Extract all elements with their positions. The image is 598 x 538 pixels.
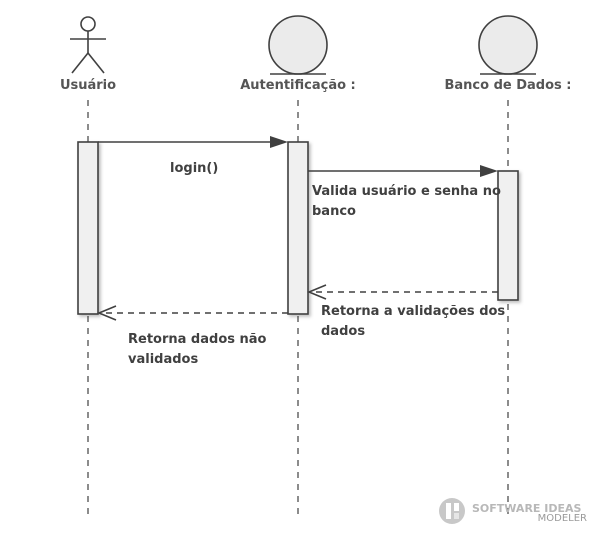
participant-autentificacao[interactable]: Autentificação :: [240, 15, 356, 93]
watermark: SOFTWARE IDEAS MODELER: [439, 498, 587, 524]
arrowhead-open: [306, 284, 327, 300]
message-label-line1: Valida usuário e senha no: [312, 184, 501, 199]
message-login[interactable]: login(): [98, 136, 288, 176]
participant-label: Autentificação :: [240, 78, 356, 93]
entity-icon: [268, 15, 328, 75]
actor-icon: [70, 16, 106, 74]
arrowhead-open: [96, 305, 117, 321]
message-label-line2: validados: [128, 352, 198, 367]
message-retorna-validacoes[interactable]: Retorna a validações dos dados: [306, 284, 505, 339]
watermark-line2: MODELER: [538, 513, 587, 524]
message-valida-usuario[interactable]: Valida usuário e senha no banco: [308, 165, 501, 219]
message-retorna-dados[interactable]: Retorna dados não validados: [96, 305, 288, 367]
participant-banco-de-dados[interactable]: Banco de Dados :: [444, 15, 572, 93]
arrowhead-filled: [480, 165, 498, 177]
entity-icon: [478, 15, 538, 75]
activation-bar-usuario[interactable]: [77, 141, 99, 315]
message-label: login(): [170, 161, 218, 176]
message-label-line2: dados: [321, 324, 365, 339]
participant-label: Banco de Dados :: [444, 78, 571, 93]
message-label-line1: Retorna dados não: [128, 332, 267, 347]
message-label-line1: Retorna a validações dos: [321, 304, 505, 319]
activation-bar-autentificacao[interactable]: [287, 141, 309, 315]
participant-usuario[interactable]: Usuário: [60, 16, 116, 93]
message-label-line2: banco: [312, 204, 356, 219]
activation-bar-banco-de-dados[interactable]: [497, 170, 519, 301]
arrowhead-filled: [270, 136, 288, 148]
software-ideas-logo-icon: [439, 498, 465, 524]
watermark-line1: SOFTWARE IDEAS: [472, 502, 582, 515]
participant-label: Usuário: [60, 78, 116, 93]
